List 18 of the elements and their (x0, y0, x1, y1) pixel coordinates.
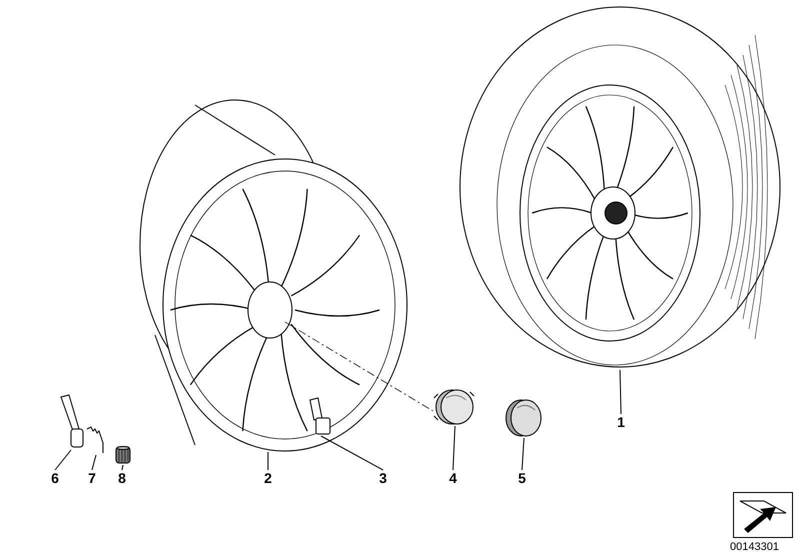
callout-number: 1 (614, 414, 628, 430)
callout-number: 3 (376, 470, 390, 486)
leader-line (620, 370, 622, 414)
callout-number: 2 (261, 470, 275, 486)
callout-number: 6 (48, 470, 62, 486)
callout-number: 7 (85, 470, 99, 486)
leader-line (122, 464, 124, 470)
leader-line (92, 454, 96, 470)
callout-number: 8 (115, 470, 129, 486)
callout-number: 4 (446, 470, 460, 486)
callout-number: 5 (515, 470, 529, 486)
diagram-number: 00143301 (730, 541, 779, 553)
assembly-line (284, 322, 434, 412)
leader-line (522, 438, 524, 470)
center-cap-drawing (505, 398, 543, 438)
leader-line (320, 436, 384, 470)
leader-line (452, 426, 456, 470)
leader-line (54, 450, 72, 470)
